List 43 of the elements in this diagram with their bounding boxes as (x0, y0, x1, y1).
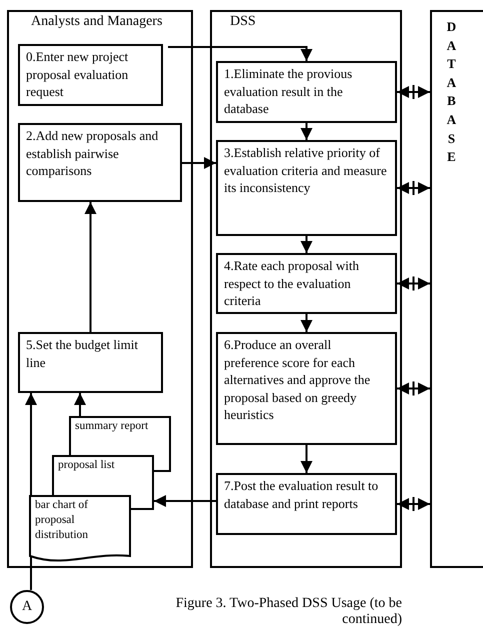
document-shape (29, 495, 131, 560)
node-text: 3.Establish relative priority of evaluation criteria and measure its inconsistency (224, 144, 388, 196)
arrow (182, 157, 216, 169)
swimlane (210, 10, 402, 568)
process-box (216, 332, 397, 445)
node-text: 7.Post the evaluation result to database and print reports (224, 477, 380, 512)
process-box (216, 253, 397, 314)
connector-label: A (22, 599, 32, 615)
node-text: summary report (75, 419, 150, 434)
process-box (216, 61, 397, 123)
process-box (18, 123, 182, 202)
arrow (300, 236, 312, 253)
node-text: 5.Set the budget limit line (26, 336, 139, 371)
arrow (300, 314, 312, 332)
node-text: 2.Add new proposals and establish pairwise comparisons (26, 127, 160, 180)
database-title: DATABASE (446, 18, 458, 166)
arrow (74, 393, 86, 416)
node-text: 6.Produce an overall preference score for each alternatives and approve the proposal based on greedy heuristics (224, 336, 372, 424)
arrow (84, 202, 96, 332)
lane-title: Analysts and Managers (31, 14, 162, 30)
node-text: proposal list (58, 458, 116, 473)
connector-circle (10, 590, 44, 624)
double-arrow (397, 382, 430, 396)
double-arrow (397, 85, 430, 99)
arrow (300, 123, 312, 140)
double-arrow (397, 497, 430, 511)
node-text: 4.Rate each proposal with respect to the evaluation criteria (224, 257, 360, 310)
node-text: 0.Enter new project proposal evaluation request (26, 48, 130, 100)
node-text: 1.Eliminate the provious evaluation result in the database (224, 65, 354, 118)
arrow (154, 495, 216, 507)
swimlane (7, 10, 193, 568)
arrow (300, 445, 312, 473)
lane-title: DSS (230, 14, 256, 30)
figure-caption: Figure 3. Two-Phased DSS Usage (to be continued) (174, 596, 402, 628)
process-box (216, 473, 397, 535)
database-lane (430, 10, 483, 568)
double-arrow (397, 276, 430, 290)
process-box (18, 332, 163, 393)
process-box (18, 44, 163, 106)
arrow (168, 46, 312, 61)
process-box (216, 140, 397, 236)
double-arrow (397, 181, 430, 195)
node-text: bar chart of proposal distribution (35, 498, 90, 543)
